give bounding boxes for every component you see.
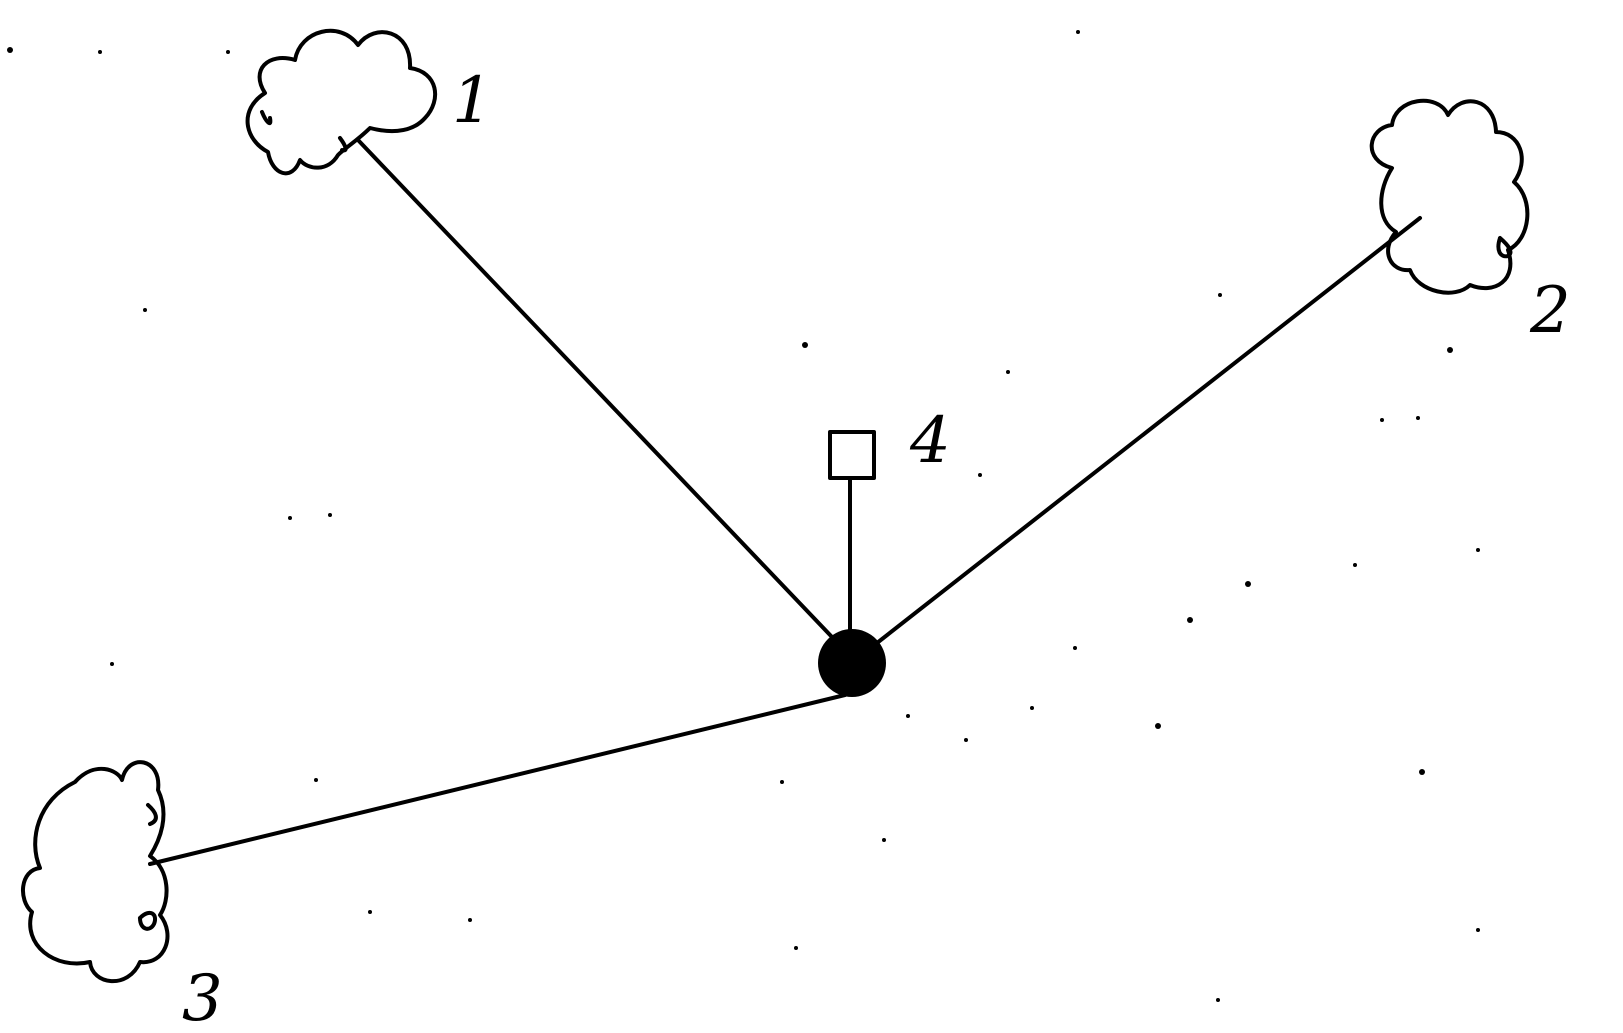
noise-speck (1447, 347, 1453, 353)
noise-speck (1218, 293, 1222, 297)
noise-speck (98, 50, 102, 54)
noise-speck (368, 910, 372, 914)
noise-speck (7, 47, 13, 53)
edge-hub-to-cloud-3 (148, 693, 847, 866)
edge-hub-to-cloud-1 (356, 138, 854, 660)
cloud-3-outline (20, 760, 170, 984)
noise-speck (1006, 370, 1010, 374)
noise-speck (794, 946, 798, 950)
cloud-node-1: 1 (245, 28, 493, 176)
cloud-1-scribble (260, 110, 273, 126)
noise-speck (1030, 706, 1034, 710)
noise-speck (288, 516, 292, 520)
noise-speck (328, 513, 332, 517)
cloud-1-outline (245, 28, 438, 176)
cloud-2-scribble (1496, 236, 1513, 259)
square-node-4: 4 (828, 404, 951, 480)
noise-speck (964, 738, 968, 742)
cloud-node-3: 3 (20, 760, 223, 1033)
noise-speck (1476, 928, 1480, 932)
noise-speck (780, 780, 784, 784)
square-4-outline (828, 430, 876, 480)
noise-speck (1476, 548, 1480, 552)
noise-speck (1380, 418, 1384, 422)
edge-hub-to-cloud-2 (866, 216, 1422, 652)
scan-noise (7, 30, 1480, 1002)
noise-speck (882, 838, 886, 842)
hub-node (818, 629, 886, 697)
connections (148, 138, 1422, 866)
noise-speck (1155, 723, 1161, 729)
noise-speck (110, 662, 114, 666)
noise-speck (1187, 617, 1193, 623)
noise-speck (1353, 563, 1357, 567)
noise-speck (1076, 30, 1080, 34)
noise-speck (1416, 416, 1420, 420)
cloud-2-outline (1369, 98, 1530, 295)
noise-speck (468, 918, 472, 922)
noise-speck (1245, 581, 1251, 587)
square-4-label: 4 (909, 404, 951, 478)
cloud-1-label: 1 (452, 64, 493, 138)
noise-speck (1419, 769, 1425, 775)
cloud-1-scribble-b (338, 136, 348, 153)
noise-speck (906, 714, 910, 718)
noise-speck (802, 342, 808, 348)
cloud-2-label: 2 (1529, 274, 1571, 348)
noise-speck (314, 778, 318, 782)
cloud-3-scribble (146, 803, 158, 826)
noise-speck (226, 50, 230, 54)
noise-speck (1216, 998, 1220, 1002)
cloud-3-label: 3 (182, 962, 223, 1033)
noise-speck (1073, 646, 1077, 650)
noise-speck (978, 473, 982, 477)
cloud-node-2: 2 (1369, 98, 1571, 348)
cloud-3-scribble-b (138, 910, 157, 931)
noise-speck (143, 308, 147, 312)
